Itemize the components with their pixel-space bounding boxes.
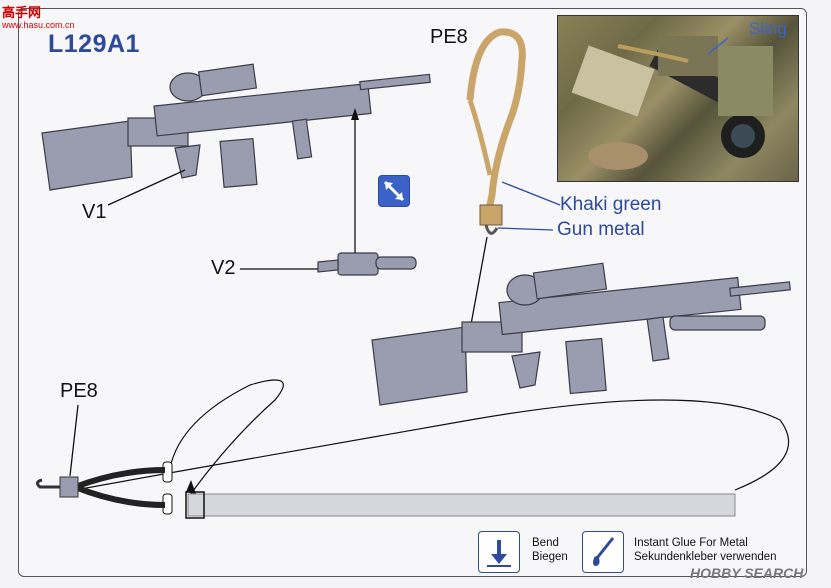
glue-de: Sekundenkleber verwenden: [634, 550, 777, 564]
pe8-top-label: PE8: [430, 26, 468, 49]
gun-metal-label: Gun metal: [557, 219, 645, 241]
glue-icon: [582, 531, 624, 573]
khaki-green-label: Khaki green: [560, 194, 661, 216]
bend-arrow-icon: [479, 532, 519, 572]
glue-en: Instant Glue For Metal: [634, 536, 777, 550]
pe8-bottom-label: PE8: [60, 380, 98, 403]
bend-en: Bend: [532, 536, 568, 550]
diagonal-arrows-icon: [379, 176, 409, 206]
v2-part: [318, 253, 416, 275]
bend-icon: [478, 531, 520, 573]
v1-label: V1: [82, 201, 106, 224]
rifle-v1: [42, 64, 430, 190]
glue-label: Instant Glue For Metal Sekundenkleber ve…: [634, 536, 777, 564]
assembly-direction-icon: [378, 175, 410, 207]
v2-label: V2: [211, 257, 235, 280]
bend-label: Bend Biegen: [532, 536, 568, 564]
rifle-assembled: [372, 263, 790, 405]
glue-drop-icon: [583, 532, 623, 572]
sling-strip: [188, 494, 735, 516]
bend-de: Biegen: [532, 550, 568, 564]
footer-watermark: HOBBY SEARCH: [690, 565, 803, 581]
